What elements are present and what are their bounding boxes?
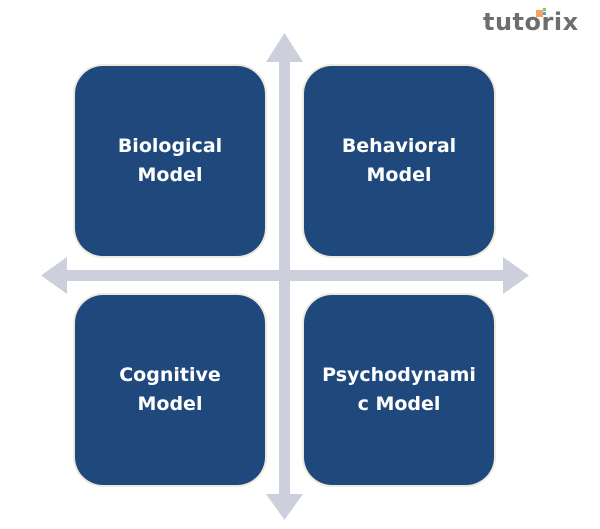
- horizontal-axis-shaft: [64, 270, 506, 281]
- logo-dot-green: [543, 8, 546, 11]
- logo-dot-orange: [536, 10, 543, 17]
- arrow-down-icon: [266, 494, 303, 520]
- quadrant-behavioral-model: Behavioral Model: [304, 66, 494, 256]
- quadrant-psychodynamic-model: Psychodynami c Model: [304, 295, 494, 485]
- quadrant-cognitive-model: Cognitive Model: [75, 295, 265, 485]
- arrow-left-icon: [41, 257, 67, 294]
- quadrant-biological-model: Biological Model: [75, 66, 265, 256]
- quadrant-label: Psychodynami c Model: [322, 364, 476, 415]
- logo-dot-blue: [543, 12, 546, 15]
- arrow-right-icon: [503, 257, 529, 294]
- tutorix-logo: tutorix: [483, 8, 583, 40]
- quadrant-label: Biological Model: [117, 135, 223, 186]
- logo-text: tutorix: [483, 8, 579, 36]
- quadrant-label: Cognitive Model: [119, 364, 221, 415]
- arrow-up-icon: [266, 33, 303, 62]
- quadrant-label: Behavioral Model: [341, 135, 457, 186]
